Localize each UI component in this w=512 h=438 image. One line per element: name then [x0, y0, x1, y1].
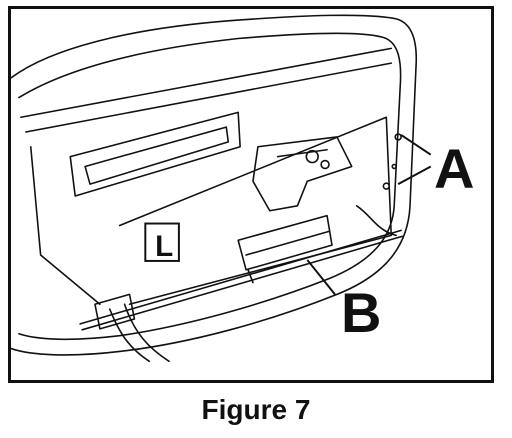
hinge-block [237, 214, 333, 271]
callout-b: B [341, 281, 382, 344]
callout-a: A [434, 137, 475, 200]
leader-a-top [400, 134, 432, 156]
figure-caption: Figure 7 [201, 394, 311, 425]
door-shell-inner [18, 32, 402, 341]
lower-rod [79, 229, 402, 325]
upper-pocket [69, 111, 241, 197]
door-shell [11, 14, 418, 356]
left-bracket [94, 293, 136, 330]
door-panel-illustration: L [11, 14, 432, 363]
panel-marker-box [144, 222, 180, 262]
panel-marker: L [155, 230, 173, 263]
leader-a-bottom [397, 165, 432, 186]
latch-assembly [252, 136, 353, 212]
leader-b [306, 259, 336, 295]
wire-left [108, 308, 151, 363]
top-rail [20, 47, 393, 119]
center-panel [118, 116, 393, 306]
wire-right [355, 205, 397, 237]
figure-frame: L A B [8, 6, 494, 383]
